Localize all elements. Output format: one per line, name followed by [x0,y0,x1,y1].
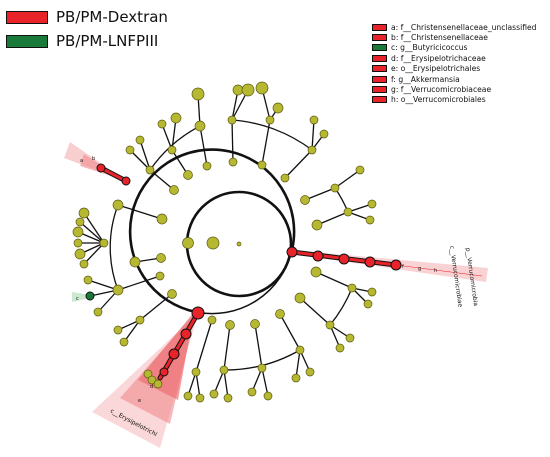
highlight-nodes [85,163,402,377]
node-christ-1 [121,176,131,186]
node-verruco-4 [364,256,376,268]
label-c: c [76,296,79,302]
taxa-label-b: b: f__Christensenellaceae [391,33,488,43]
taxa-swatch-f [372,75,387,83]
clade-highlights [64,142,488,448]
legend-swatch-dextran [6,10,48,24]
leader-verrucomicrobia [395,264,483,277]
taxa-label-a: a: f__Christensenellaceae_unclassified [391,22,537,32]
taxa-row-c: c: g__Butyricicoccus [372,43,536,53]
legend-swatch-lnfpiii [6,34,48,48]
outer-arc-right [195,249,293,315]
node-verruco-5 [390,259,402,271]
taxa-row-d: d: f__Erysipelotrichaceae [372,53,536,63]
label-g: g [418,266,421,272]
label-a: a [80,158,83,164]
taxa-label-c: c: g__Butyricicoccus [391,43,468,53]
taxa-label-f: f: g__Akkermansia [391,74,460,84]
node-verruco-3 [338,253,350,265]
node-erysip-4 [159,367,169,377]
taxa-row-e: e: o__Erysipelotrichales [372,64,536,74]
node-butyricicoccus [85,291,95,301]
taxa-swatch-c [372,44,387,52]
node-erysip-1 [191,306,205,320]
label-h: h [434,268,437,274]
legend-row-lnfpiii: PB/PM-LNFPIII [6,30,168,52]
taxa-row-f: f: g__Akkermansia [372,74,536,84]
taxa-swatch-b [372,34,387,42]
taxa-row-b: b: f__Christensenellaceae [372,32,536,42]
label-f: f [402,264,404,270]
taxa-label-d: d: f__Erysipelotrichaceae [391,53,486,63]
group-legend: PB/PM-Dextran PB/PM-LNFPIII [6,6,168,54]
node-erysip-3 [168,348,180,360]
taxa-swatch-h [372,96,387,104]
highlight-butyricicoccus [72,292,90,302]
tree-nodes [72,81,377,403]
legend-label-lnfpiii: PB/PM-LNFPIII [56,32,159,50]
taxa-swatch-d [372,54,387,62]
clade-letter-labels: a b c d e f g h [76,156,437,404]
label-b: b [92,156,95,162]
label-e: e [138,398,141,404]
legend-label-dextran: PB/PM-Dextran [56,8,168,26]
branch-christensenellaceae-fill [99,166,128,183]
taxa-label-e: e: o__Erysipelotrichales [391,64,481,74]
taxa-row-a: a: f__Christensenellaceae_unclassified [372,22,536,32]
node-christ-2 [96,163,106,173]
taxa-label-g: g: f__Verrucomicrobiaceae [391,85,492,95]
taxa-legend: a: f__Christensenellaceae_unclassified b… [372,22,536,105]
taxa-row-g: g: f__Verrucomicrobiaceae [372,84,536,94]
taxa-label-h: h: o__Verrucomicrobiales [391,95,486,105]
node-verruco-1 [286,246,298,258]
taxa-swatch-a [372,23,387,31]
label-d: d [150,384,153,390]
branch-erysipelotrichi-fill [158,311,200,380]
taxa-swatch-e [372,65,387,73]
legend-row-dextran: PB/PM-Dextran [6,6,168,28]
node-verruco-2 [312,250,324,262]
taxa-row-h: h: o__Verrucomicrobiales [372,95,536,105]
node-erysip-2 [180,328,192,340]
taxa-swatch-g [372,86,387,94]
